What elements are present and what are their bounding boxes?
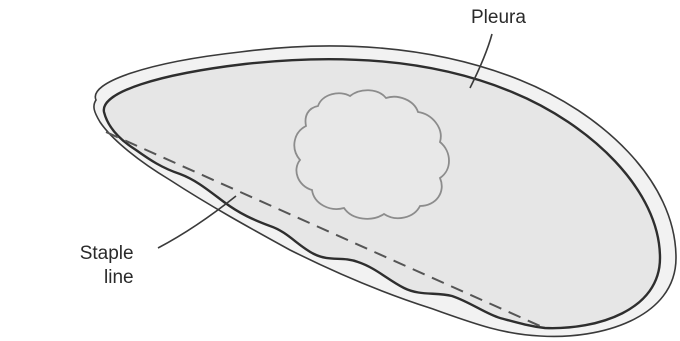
staple-label-word-1: Staple <box>66 242 134 266</box>
staple-label-word-2: line <box>66 266 134 290</box>
staple-line-label: Staple line <box>66 242 134 290</box>
pleura-label: Pleura <box>471 6 526 30</box>
